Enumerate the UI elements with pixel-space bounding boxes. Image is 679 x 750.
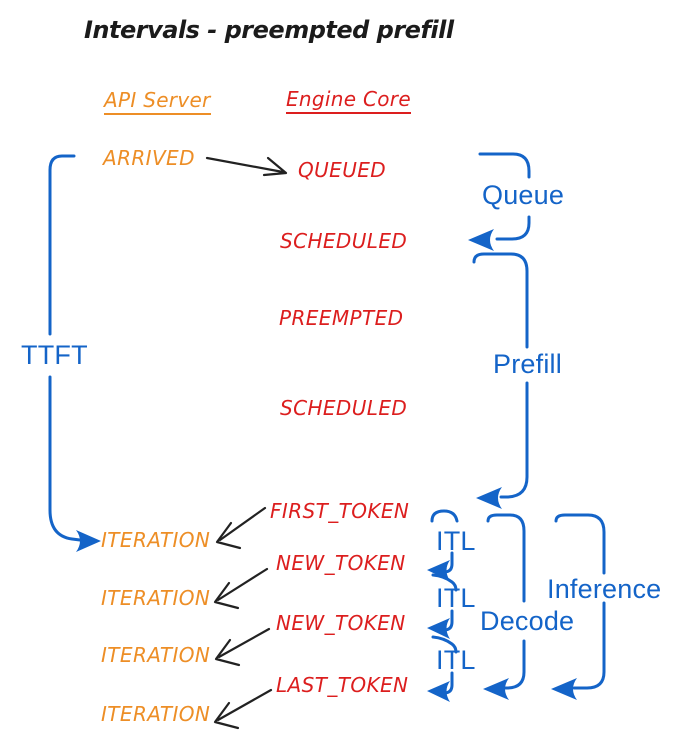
interval-label-itl-2: ITL: [436, 583, 476, 613]
inference-arrowhead-icon: [551, 678, 577, 700]
itl-arrowhead-3-icon: [427, 681, 450, 702]
event-queued: QUEUED: [298, 158, 387, 182]
api-server-column-header: API Server: [104, 88, 211, 115]
interval-label-prefill: Prefill: [493, 349, 562, 379]
interval-label-decode: Decode: [480, 606, 575, 636]
event-first-token: FIRST_TOKEN: [270, 499, 410, 523]
itl-arrowhead-2-icon: [427, 618, 450, 639]
interval-label-ttft: TTFT: [21, 340, 88, 370]
event-iteration-3: ITERATION: [101, 643, 211, 667]
engine-core-column-header: Engine Core: [286, 87, 411, 114]
queue-arrowhead-icon: [468, 229, 494, 251]
arrow-new-token1-to-iteration: [213, 567, 269, 610]
interval-label-inference: Inference: [547, 574, 662, 604]
event-scheduled-1: SCHEDULED: [280, 229, 408, 253]
prefill-bracket: [472, 252, 529, 509]
itl-arrowhead-1-icon: [427, 560, 450, 581]
interval-label-itl-3: ITL: [436, 645, 476, 675]
event-new-token-2: NEW_TOKEN: [276, 611, 406, 635]
ttft-arrowhead-icon: [76, 530, 101, 552]
page-title: Intervals - preempted prefill: [84, 16, 454, 44]
event-last-token: LAST_TOKEN: [276, 673, 409, 697]
interval-label-queue: Queue: [482, 180, 565, 210]
arrow-first-token-to-iteration: [215, 506, 267, 550]
event-new-token-1: NEW_TOKEN: [276, 551, 406, 575]
event-iteration-1: ITERATION: [101, 528, 211, 552]
arrow-arrived-to-queued: [205, 156, 288, 177]
interval-label-itl-1: ITL: [436, 526, 476, 556]
prefill-arrowhead-icon: [476, 487, 502, 509]
decode-arrowhead-icon: [483, 678, 509, 700]
event-scheduled-2: SCHEDULED: [280, 396, 408, 420]
arrow-last-token-to-iteration: [213, 688, 273, 730]
event-arrived: ARRIVED: [103, 146, 195, 170]
event-iteration-4: ITERATION: [101, 702, 211, 726]
event-iteration-2: ITERATION: [101, 586, 211, 610]
arrow-new-token2-to-iteration: [214, 627, 271, 667]
event-preempted: PREEMPTED: [279, 306, 404, 330]
